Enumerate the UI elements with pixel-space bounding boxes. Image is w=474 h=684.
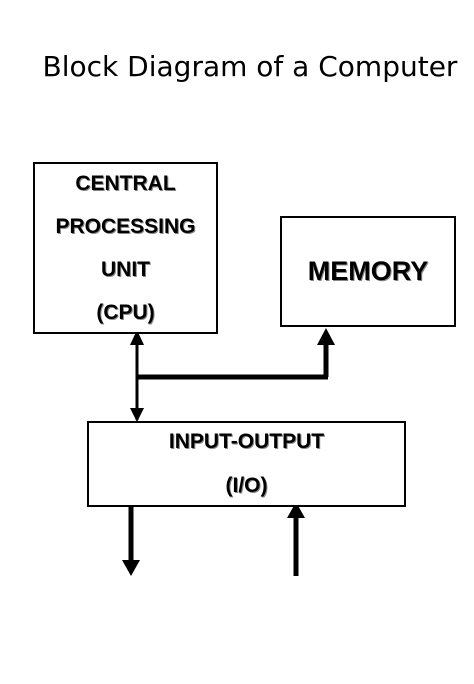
io-up-arrowhead-top [130, 408, 144, 422]
cpu-label-line-4: (CPU) [96, 301, 155, 324]
cpu-label-line-1: CENTRAL [75, 172, 176, 195]
memory-label: MEMORY [307, 256, 429, 286]
diagram-title: Block Diagram of a Computer [42, 50, 458, 83]
io-label-line-1: INPUT-OUTPUT [168, 430, 325, 453]
io-label-line-2: (I/O) [225, 474, 268, 497]
memory-block: MEMORY [280, 216, 456, 327]
cpu-label-line-3: UNIT [101, 258, 150, 281]
input-up-arrowhead [287, 502, 305, 518]
memory-up-arrowhead [317, 328, 335, 345]
cpu-block: CENTRAL PROCESSING UNIT (CPU) [33, 162, 218, 334]
cpu-up-arrowhead [130, 330, 144, 345]
io-block: INPUT-OUTPUT (I/O) [87, 421, 406, 507]
cpu-label-line-2: PROCESSING [55, 215, 196, 238]
output-down-arrowhead [122, 560, 140, 576]
